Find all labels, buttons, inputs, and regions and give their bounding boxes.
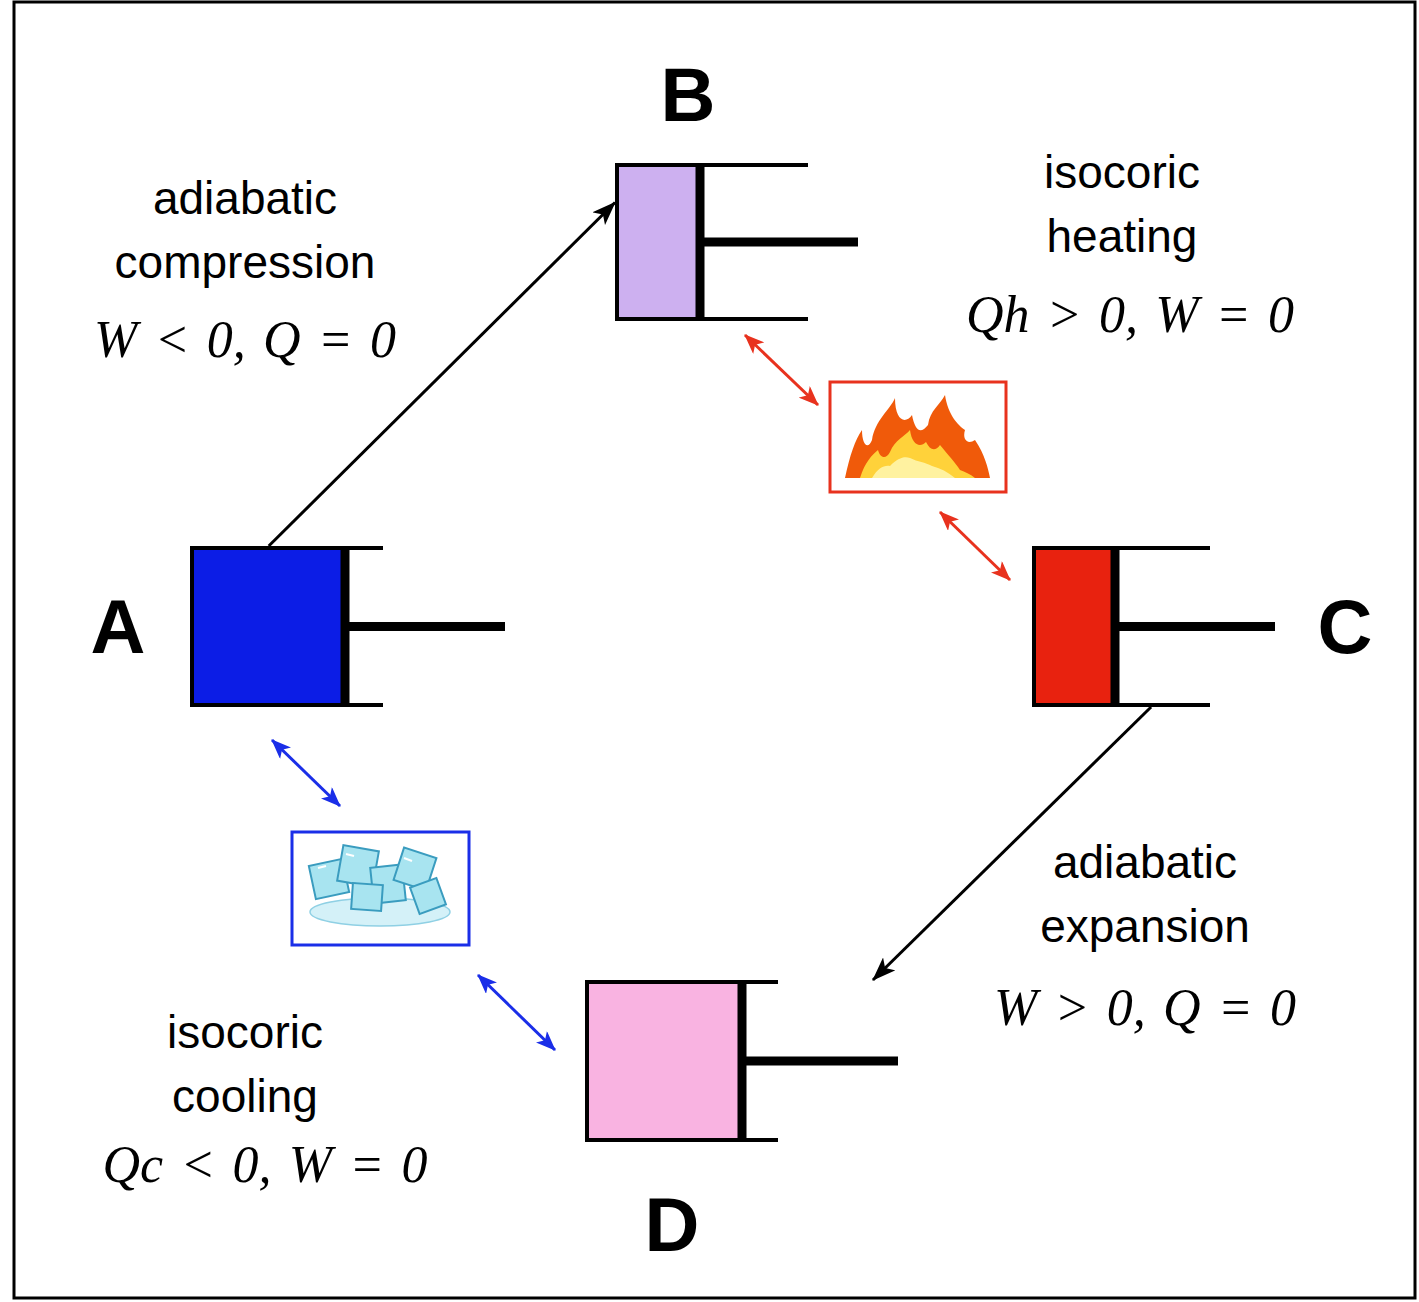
gas-volume: [1034, 548, 1115, 705]
cylinder-wall: [1034, 703, 1210, 707]
gas-volume: [192, 548, 345, 705]
piston-cylinder: C: [1032, 546, 1275, 707]
state-letter: C: [1318, 589, 1373, 665]
cold-reservoir-ice: [292, 832, 469, 945]
process-name: isocoric heating: [977, 140, 1267, 268]
piston-cylinder: B: [615, 163, 858, 321]
cylinder-wall: [587, 980, 778, 984]
piston-rod: [700, 238, 858, 247]
cylinder-outline: [1032, 546, 1275, 707]
cylinder-wall: [617, 317, 808, 321]
process-name: adiabatic expansion: [1000, 830, 1290, 958]
process-values: W < 0, Q = 0: [35, 310, 455, 370]
process-values: W > 0, Q = 0: [935, 978, 1355, 1038]
heat-source-flame: [830, 382, 1006, 492]
process-name: isocoric cooling: [100, 1000, 390, 1128]
cylinder-wall: [192, 546, 383, 550]
heat-exchange-arrow: [272, 335, 1010, 1050]
process-values: Qc < 0, W = 0: [55, 1135, 475, 1195]
process-values: Qh > 0, W = 0: [920, 285, 1340, 345]
piston-rod: [742, 1057, 898, 1066]
piston-cylinder: A: [190, 546, 505, 707]
cylinder-outline: [190, 546, 505, 707]
cylinder-wall: [1034, 546, 1210, 550]
cylinder-outline: [615, 163, 858, 321]
gas-volume: [587, 982, 742, 1140]
frame-border: [14, 2, 1415, 1298]
state-letter: D: [645, 1187, 700, 1263]
cylinder-wall: [617, 163, 808, 167]
piston-rod: [345, 622, 505, 631]
state-letter: B: [661, 57, 716, 133]
process-name: adiabatic compression: [100, 166, 390, 294]
cylinder-wall: [587, 1138, 778, 1142]
gas-volume: [617, 165, 700, 319]
piston-cylinder: D: [585, 980, 898, 1142]
cylinder-wall: [192, 703, 383, 707]
state-letter: A: [91, 589, 146, 665]
piston-rod: [1115, 622, 1275, 631]
cylinder-outline: [585, 980, 898, 1142]
